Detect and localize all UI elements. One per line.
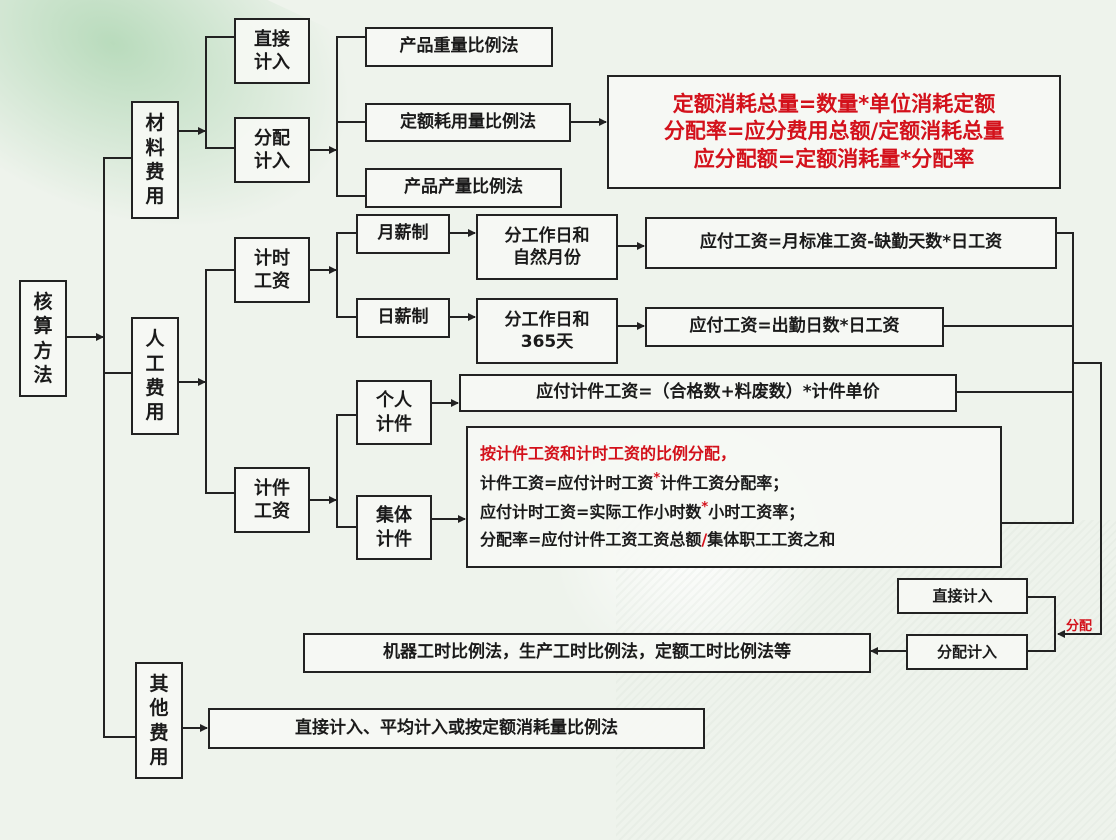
root-char: 核 <box>33 290 53 313</box>
root-char: 法 <box>33 363 53 386</box>
box-line: 工资 <box>254 271 290 292</box>
method-weight-ratio: 产品重量比例法 <box>365 27 553 67</box>
box-line: 计入 <box>254 151 290 172</box>
category-char: 工 <box>145 352 165 375</box>
category-char: 用 <box>145 401 165 424</box>
monthly-basis-box: 分工作日和 自然月份 <box>476 214 618 280</box>
dist-allocate-box: 分配计入 <box>906 634 1028 670</box>
category-char: 人 <box>145 328 165 351</box>
category-material-cost: 材 料 费 用 <box>131 101 179 219</box>
material-direct-box: 直接 计入 <box>234 18 310 84</box>
category-char: 料 <box>145 136 165 159</box>
monthly-salary-box: 月薪制 <box>356 214 450 254</box>
material-allocate-box: 分配 计入 <box>234 117 310 183</box>
box-line: 计时 <box>254 247 290 269</box>
distribution-label: 分配 <box>1066 619 1093 634</box>
formula-text: 集体职工工资之和 <box>707 530 836 550</box>
category-char: 材 <box>145 112 165 135</box>
formula-text: 分配率=应付计件工资工资总额 <box>480 530 702 550</box>
collective-piece-box: 集体 计件 <box>356 495 432 560</box>
box-line: 分工作日和 <box>504 309 590 330</box>
time-wage-box: 计时 工资 <box>234 237 310 303</box>
star-mark: * <box>701 500 709 515</box>
daily-salary-box: 日薪制 <box>356 298 450 338</box>
formula-line: 应分配额=定额消耗量*分配率 <box>693 146 975 171</box>
slash-mark: / <box>701 530 708 550</box>
box-line: 直接 <box>254 28 290 50</box>
monthly-wage-formula: 应付工资=月标准工资-缺勤天数*日工资 <box>645 217 1057 269</box>
individual-piece-box: 个人 计件 <box>356 380 432 445</box>
dist-direct-box: 直接计入 <box>897 578 1028 614</box>
box-line: 个人 <box>376 390 412 412</box>
formula-text: 应付计时工资=实际工作小时数 <box>480 502 702 522</box>
labor-hour-methods-box: 机器工时比例法，生产工时比例法，定额工时比例法等 <box>303 633 871 673</box>
category-char: 费 <box>145 161 165 183</box>
category-labor-cost: 人 工 费 用 <box>131 317 179 435</box>
piece-wage-box: 计件 工资 <box>234 467 310 533</box>
category-char: 其 <box>149 672 169 695</box>
star-mark: * <box>653 470 661 486</box>
hatch-decoration <box>616 520 1116 840</box>
category-char: 用 <box>149 745 169 768</box>
category-char: 他 <box>149 697 169 720</box>
formula-text: 计件工资分配率； <box>660 473 789 492</box>
box-line: 365天 <box>520 332 574 352</box>
formula-line: 定额消耗总量=数量*单位消耗定额 <box>672 92 996 117</box>
individual-piece-formula: 应付计件工资=（合格数+料废数）*计件单价 <box>459 374 957 412</box>
box-line: 集体 <box>376 505 412 527</box>
category-char: 费 <box>149 721 169 744</box>
root-accounting-methods: 核 算 方 法 <box>19 280 67 397</box>
box-line: 分配 <box>254 127 290 149</box>
category-other-cost: 其 他 费 用 <box>135 662 183 779</box>
box-line: 自然月份 <box>513 248 581 268</box>
daily-basis-box: 分工作日和 365天 <box>476 298 618 364</box>
collective-piece-formula-box: 按计件工资和计时工资的比例分配， 计件工资=应付计时工资*计件工资分配率； 应付… <box>466 426 1002 568</box>
material-formula-box: 定额消耗总量=数量*单位消耗定额 分配率=应分费用总额/定额消耗总量 应分配额=… <box>607 75 1061 189</box>
daily-wage-formula: 应付工资=出勤日数*日工资 <box>645 307 944 347</box>
collective-line-1: 计件工资=应付计时工资*计件工资分配率； <box>480 468 788 497</box>
box-line: 计件 <box>254 477 290 499</box>
box-line: 计入 <box>254 52 290 73</box>
method-output-ratio: 产品产量比例法 <box>365 168 562 208</box>
collective-heading: 按计件工资和计时工资的比例分配， <box>480 443 737 463</box>
category-char: 用 <box>145 185 165 208</box>
formula-text: 计件工资=应付计时工资 <box>480 473 654 492</box>
root-char: 算 <box>33 315 53 338</box>
box-line: 工资 <box>254 501 290 522</box>
method-quota-consumption-ratio: 定额耗用量比例法 <box>365 103 571 142</box>
other-cost-methods-box: 直接计入、平均计入或按定额消耗量比例法 <box>208 708 705 749</box>
root-char: 方 <box>33 339 53 362</box>
collective-line-2: 应付计时工资=实际工作小时数*小时工资率； <box>480 497 804 526</box>
collective-line-3: 分配率=应付计件工资工资总额/集体职工工资之和 <box>480 526 835 554</box>
box-line: 计件 <box>376 413 412 435</box>
formula-text: 小时工资率； <box>708 502 805 522</box>
category-char: 费 <box>145 377 165 399</box>
formula-line: 分配率=应分费用总额/定额消耗总量 <box>663 119 1005 144</box>
box-line: 分工作日和 <box>504 225 590 246</box>
box-line: 计件 <box>376 528 412 550</box>
